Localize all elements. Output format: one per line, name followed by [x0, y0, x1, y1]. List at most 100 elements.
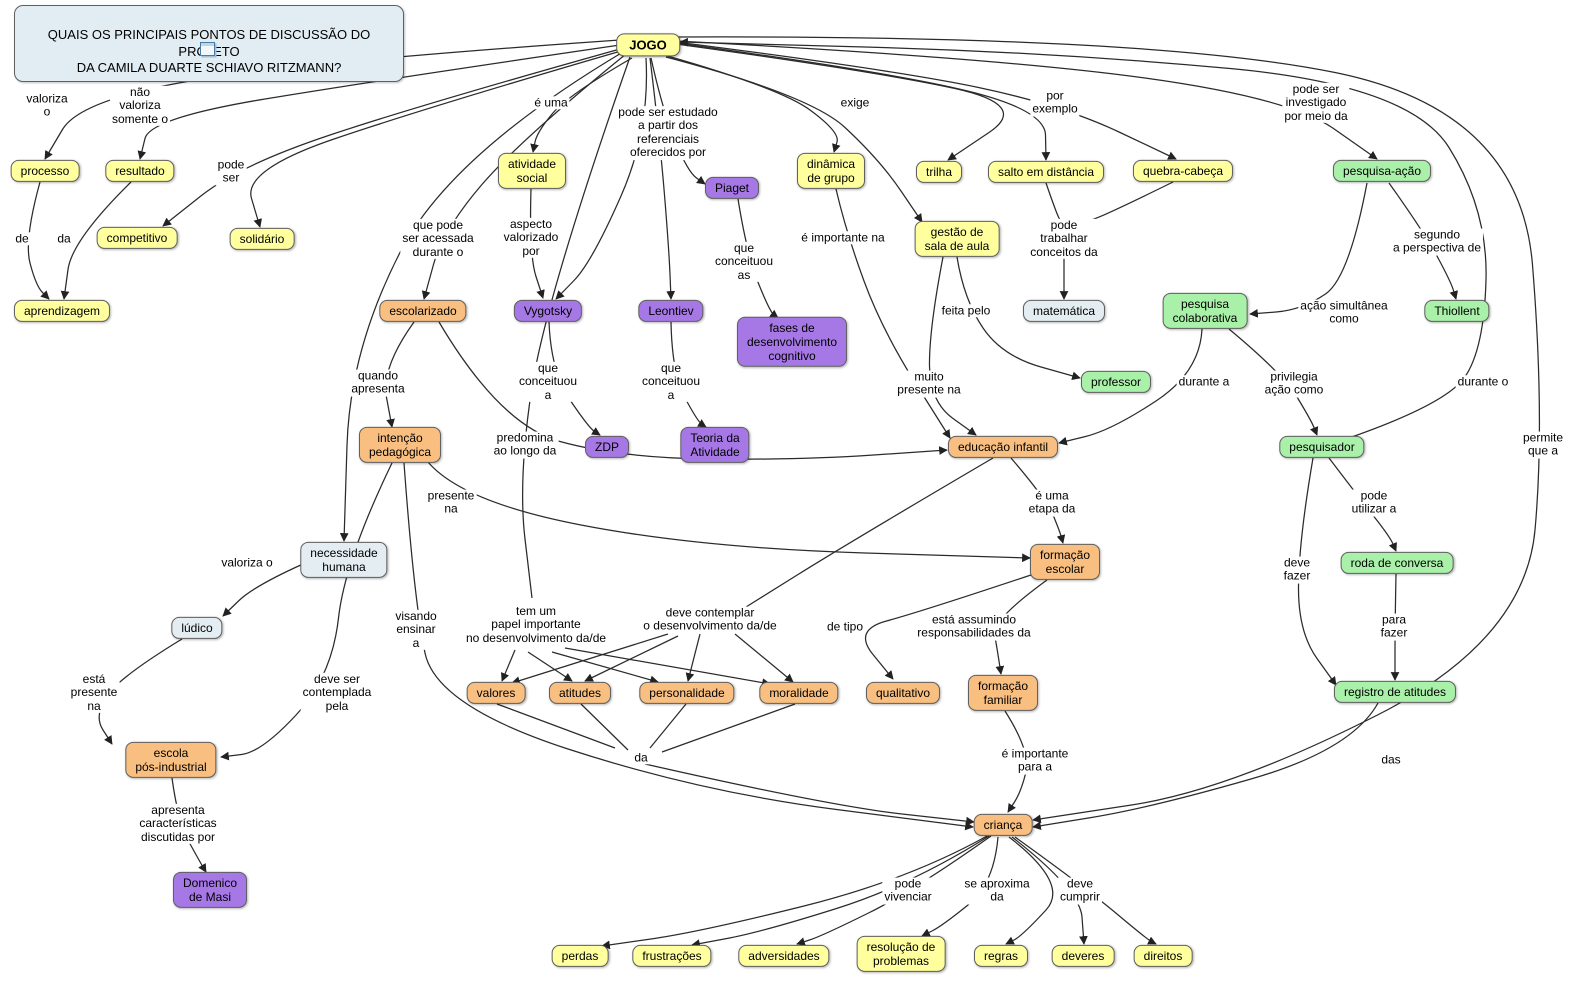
link-label[interactable]: valoriza o [219, 555, 275, 570]
node-perdas[interactable]: perdas [551, 944, 609, 968]
link-label[interactable]: valoriza o [24, 91, 70, 120]
link-label[interactable]: de [13, 231, 31, 246]
node-pesquisador[interactable]: pesquisador [1279, 435, 1365, 459]
node-atitudes[interactable]: atitudes [548, 681, 612, 705]
link-label[interactable]: quando apresenta [349, 368, 407, 397]
node-intencao-pedagogica[interactable]: intenção pedagógica [358, 426, 442, 464]
link-label[interactable]: pode vivenciar [882, 876, 934, 905]
link-label[interactable]: durante o [1455, 374, 1511, 389]
link-label[interactable]: apresenta características discutidas por [137, 802, 219, 845]
link-label[interactable]: permite que a [1520, 430, 1566, 459]
node-gestao-sala-aula[interactable]: gestão de sala de aula [914, 220, 1000, 258]
link-label[interactable]: deve ser contemplada pela [300, 671, 374, 714]
link-label[interactable]: deve contemplar o desenvolvimento da/de [641, 605, 779, 634]
node-resolucao-problemas[interactable]: resolução de problemas [856, 935, 946, 973]
link-label[interactable]: durante a [1176, 374, 1232, 389]
link-label[interactable]: é uma [532, 95, 570, 110]
link-label[interactable]: deve fazer [1281, 555, 1313, 584]
link-label[interactable]: predomina ao longo da [491, 430, 559, 459]
link-label[interactable]: pode trabalhar conceitos da [1028, 217, 1100, 260]
node-dinamica-de-grupo[interactable]: dinâmica de grupo [796, 152, 866, 190]
edge-line [675, 40, 1378, 160]
node-processo[interactable]: processo [10, 159, 80, 183]
node-matematica[interactable]: matemática [1022, 299, 1106, 323]
link-label[interactable]: de tipo [824, 619, 866, 634]
node-educacao-infantil[interactable]: educação infantil [947, 435, 1059, 459]
node-registro-de-atitudes[interactable]: registro de atitudes [1333, 680, 1457, 704]
node-moralidade[interactable]: moralidade [759, 681, 839, 705]
node-aprendizagem[interactable]: aprendizagem [13, 299, 111, 323]
node-necessidade-humana[interactable]: necessidade humana [300, 541, 388, 579]
node-frustracoes[interactable]: frustrações [632, 944, 712, 968]
link-label[interactable]: da [632, 750, 650, 765]
node-direitos[interactable]: direitos [1133, 944, 1193, 968]
link-label[interactable]: das [1379, 752, 1403, 767]
node-piaget[interactable]: Piaget [704, 176, 760, 200]
link-label[interactable]: é importante para a [999, 746, 1071, 775]
link-label[interactable]: está assumindo responsabilidades da [915, 612, 1033, 641]
node-vygotsky[interactable]: Vygotsky [513, 299, 583, 323]
node-zdp[interactable]: ZDP [585, 435, 629, 459]
link-label[interactable]: que conceituou as [712, 240, 776, 283]
link-label[interactable]: deve cumprir [1057, 876, 1103, 905]
node-quebra-cabeca[interactable]: quebra-cabeça [1132, 159, 1234, 183]
link-label[interactable]: por exemplo [1030, 88, 1080, 117]
node-resultado[interactable]: resultado [105, 159, 175, 183]
link-label[interactable]: feita pelo [939, 303, 993, 318]
link-label[interactable]: da [55, 231, 73, 246]
link-label[interactable]: segundo a perspectiva de [1390, 227, 1484, 256]
node-trilha[interactable]: trilha [915, 160, 963, 184]
link-label[interactable]: ação simultânea como [1298, 298, 1390, 327]
node-solidario[interactable]: solidário [229, 227, 295, 251]
node-roda-de-conversa[interactable]: roda de conversa [1340, 551, 1454, 575]
node-leontiev[interactable]: Leontiev [638, 299, 704, 323]
link-label[interactable]: presente na [425, 488, 477, 517]
link-label[interactable]: se aproxima da [962, 876, 1032, 905]
node-ludico[interactable]: lúdico [171, 616, 223, 640]
link-label[interactable]: tem um papel importante no desenvolvimen… [463, 603, 609, 646]
link-label[interactable]: visando ensinar a [393, 608, 439, 651]
resource-link-icon[interactable] [200, 42, 215, 56]
node-atividade-social[interactable]: atividade social [497, 152, 567, 190]
node-pesquisa-colaborativa[interactable]: pesquisa colaborativa [1162, 292, 1248, 330]
node-crianca[interactable]: criança [973, 813, 1033, 837]
node-escola-pos-industrial[interactable]: escola pós-industrial [125, 741, 217, 779]
link-label[interactable]: que conceituou a [516, 360, 580, 403]
link-label[interactable]: privilegia ação como [1262, 369, 1326, 398]
link-label[interactable]: exige [838, 95, 872, 110]
link-label[interactable]: é uma etapa da [1026, 488, 1078, 517]
edge-line [527, 651, 573, 682]
node-personalidade[interactable]: personalidade [639, 681, 735, 705]
node-thiollent[interactable]: Thiollent [1424, 299, 1490, 323]
node-domenico-de-masi[interactable]: Domenico de Masi [172, 871, 248, 909]
node-escolarizado[interactable]: escolarizado [379, 299, 467, 323]
link-label[interactable]: aspecto valorizado por [501, 216, 561, 259]
edge-line [222, 563, 304, 617]
node-formacao-familiar[interactable]: formação familiar [967, 674, 1039, 712]
node-formacao-escolar[interactable]: formação escolar [1029, 543, 1101, 581]
link-label[interactable]: para fazer [1378, 612, 1410, 641]
node-valores[interactable]: valores [466, 681, 526, 705]
node-pesquisa-acao[interactable]: pesquisa-ação [1332, 159, 1432, 183]
link-label[interactable]: que pode ser acessada durante o [400, 217, 476, 260]
link-label[interactable]: é importante na [799, 230, 887, 245]
link-label[interactable]: está presente na [68, 671, 120, 714]
node-adversidades[interactable]: adversidades [738, 944, 830, 968]
node-deveres[interactable]: deveres [1051, 944, 1115, 968]
link-label[interactable]: pode ser estudado a partir dos referenci… [616, 105, 720, 160]
link-label[interactable]: que conceituou a [639, 360, 703, 403]
node-teoria-atividade[interactable]: Teoria da Atividade [680, 426, 750, 464]
node-professor[interactable]: professor [1080, 370, 1152, 394]
link-label[interactable]: não valoriza somente o [109, 84, 171, 127]
node-regras[interactable]: regras [973, 944, 1029, 968]
node-competitivo[interactable]: competitivo [96, 226, 178, 250]
node-jogo[interactable]: JOGO [616, 33, 680, 57]
link-label[interactable]: pode utilizar a [1349, 488, 1399, 517]
link-label[interactable]: pode ser investigado por meio da [1282, 81, 1350, 124]
link-label[interactable]: pode ser [215, 157, 247, 186]
node-fases-desenvolvimento[interactable]: fases de desenvolvimento cognitivo [736, 316, 848, 368]
node-qualitativo[interactable]: qualitativo [865, 681, 941, 705]
node-salto-em-distancia[interactable]: salto em distância [987, 160, 1105, 184]
link-label[interactable]: muito presente na [895, 369, 963, 398]
